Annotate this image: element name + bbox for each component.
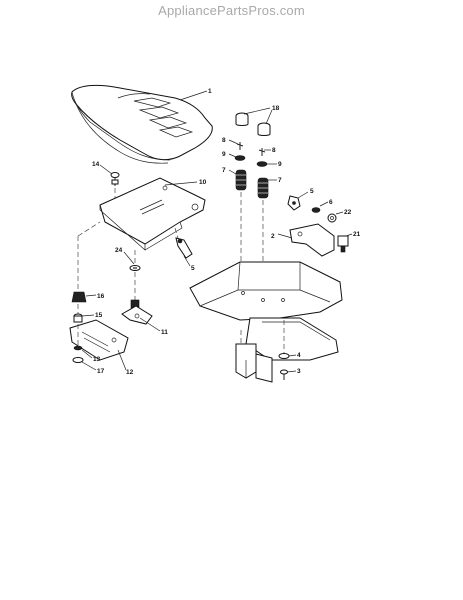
seat-switch-part <box>337 235 349 253</box>
seat-part <box>71 84 213 164</box>
callout-22: 22 <box>344 209 352 216</box>
washer-4-part <box>278 353 290 359</box>
callout-8b: 8 <box>272 147 276 154</box>
callout-7a: 7 <box>222 167 226 174</box>
callout-5a: 5 <box>310 188 314 195</box>
latch-part-right <box>287 195 301 211</box>
watermark: AppliancePartsPros.com <box>158 3 305 18</box>
nut-part <box>73 345 83 351</box>
callout-15: 15 <box>95 312 103 319</box>
pin-part <box>73 313 83 323</box>
callout-11: 11 <box>161 329 168 336</box>
latch-part-left <box>175 237 193 259</box>
lower-bracket <box>235 343 273 383</box>
spacer-parts <box>235 112 271 136</box>
fender-frame <box>189 261 343 361</box>
pivot-bracket-part <box>121 299 153 325</box>
bolt-3-part <box>280 369 288 380</box>
washer-parts <box>234 155 268 167</box>
callout-12: 12 <box>126 369 134 376</box>
seat-pan-part <box>99 177 206 251</box>
callout-5b: 5 <box>191 265 195 272</box>
callout-7b: 7 <box>278 177 282 184</box>
callout-14: 14 <box>92 161 100 168</box>
slide-plate-part <box>69 319 129 361</box>
switch-bracket-part <box>289 223 335 257</box>
callout-4: 4 <box>297 352 301 359</box>
callout-24: 24 <box>115 247 123 254</box>
callout-2: 2 <box>271 233 275 240</box>
spring-parts <box>235 169 269 199</box>
bolt-parts <box>236 142 266 156</box>
callout-16: 16 <box>97 293 105 300</box>
callout-1: 1 <box>208 88 212 95</box>
washer-17-part <box>72 357 84 363</box>
callout-9b: 9 <box>278 161 282 168</box>
clip-part <box>327 213 337 223</box>
leader-lines <box>81 90 353 373</box>
knob-part <box>110 172 120 186</box>
callout-18: 18 <box>272 105 280 112</box>
callout-13: 13 <box>93 356 101 363</box>
callout-9a: 9 <box>222 151 226 158</box>
nut-6-part <box>311 207 321 213</box>
callout-labels: 1 18 8 8 9 9 7 7 14 10 5 6 22 2 21 24 5 … <box>92 88 361 376</box>
callout-8a: 8 <box>222 137 226 144</box>
callout-17: 17 <box>97 368 105 375</box>
bumper-part <box>71 291 87 303</box>
callout-3: 3 <box>297 368 301 375</box>
washer-24-part <box>129 265 141 271</box>
callout-10: 10 <box>199 179 207 186</box>
callout-6: 6 <box>329 199 333 206</box>
callout-21: 21 <box>353 231 361 238</box>
